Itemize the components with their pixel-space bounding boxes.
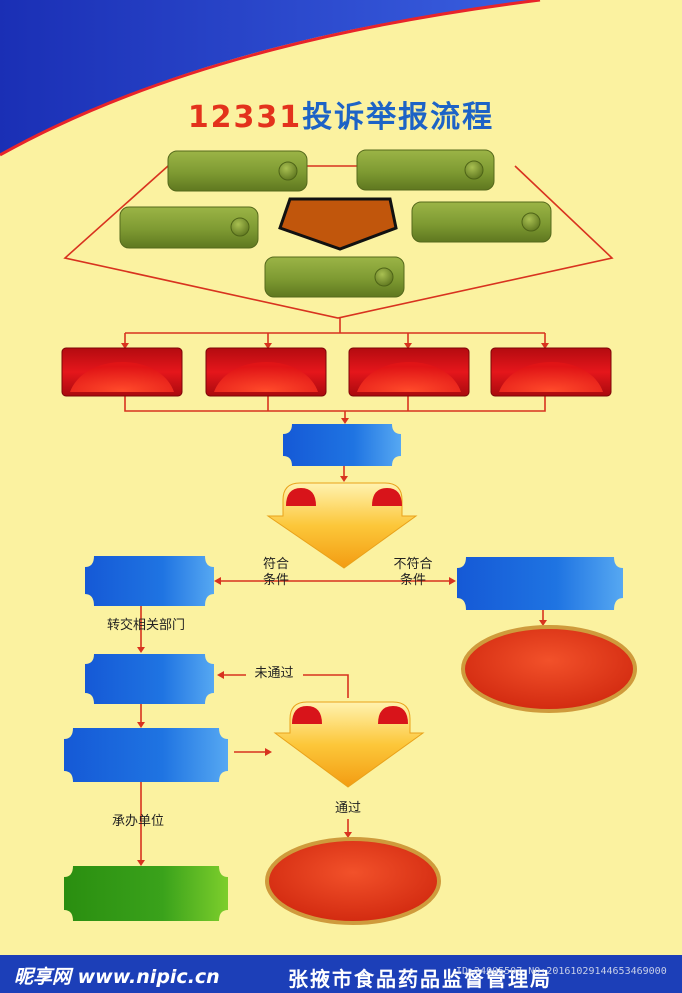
red-button-1 <box>61 347 183 397</box>
blue-box-qualified <box>85 556 214 606</box>
olive-button-4 <box>411 201 552 243</box>
corner-swoosh <box>0 0 540 155</box>
red-button-2 <box>205 347 327 397</box>
red-row-lines <box>124 318 546 422</box>
top-cluster-lines <box>63 165 614 319</box>
page-title: 12331投诉举报流程 <box>0 92 682 136</box>
olive-button-1 <box>167 150 308 192</box>
green-box-undertaker <box>64 866 228 921</box>
olive-button-5 <box>264 256 405 298</box>
result-oval-bottom <box>265 837 441 925</box>
red-button-4 <box>490 347 612 397</box>
label-not-qualified: 不符合 条件 <box>393 557 433 588</box>
site-brand: 昵享网 www.nipic.cn <box>14 966 220 988</box>
footer-bar: 昵享网 www.nipic.cn 张掖市食品药品监督管理局 ID:2400550… <box>0 955 682 993</box>
blue-box-not-qualified <box>457 557 623 610</box>
decision-arrow-2 <box>273 701 425 788</box>
center-pentagon <box>278 197 398 251</box>
blue-box-center <box>283 424 401 466</box>
red-button-3 <box>348 347 470 397</box>
image-id: ID:24005507 NO:20161029144653469000 <box>456 966 667 977</box>
label-not-passed: 未通过 <box>254 666 294 681</box>
label-passed: 通过 <box>334 801 361 816</box>
corner-swoosh-edge <box>0 0 541 157</box>
label-undertaker: 承办单位 <box>111 814 164 829</box>
title-number: 12331 <box>187 100 303 135</box>
decision-arrow-1 <box>266 482 418 569</box>
blue-box-review <box>64 728 228 782</box>
title-text: 投诉举报流程 <box>302 100 495 135</box>
olive-button-2 <box>356 149 495 191</box>
result-oval-right <box>461 625 637 713</box>
organization-name: 张掖市食品药品监督管理局 <box>288 967 552 991</box>
red-row-arrowheads <box>121 343 549 424</box>
olive-button-3 <box>119 206 259 249</box>
blue-box-transfer <box>85 654 214 704</box>
label-transfer: 转交相关部门 <box>106 618 185 633</box>
label-qualified: 符合 条件 <box>262 557 289 588</box>
